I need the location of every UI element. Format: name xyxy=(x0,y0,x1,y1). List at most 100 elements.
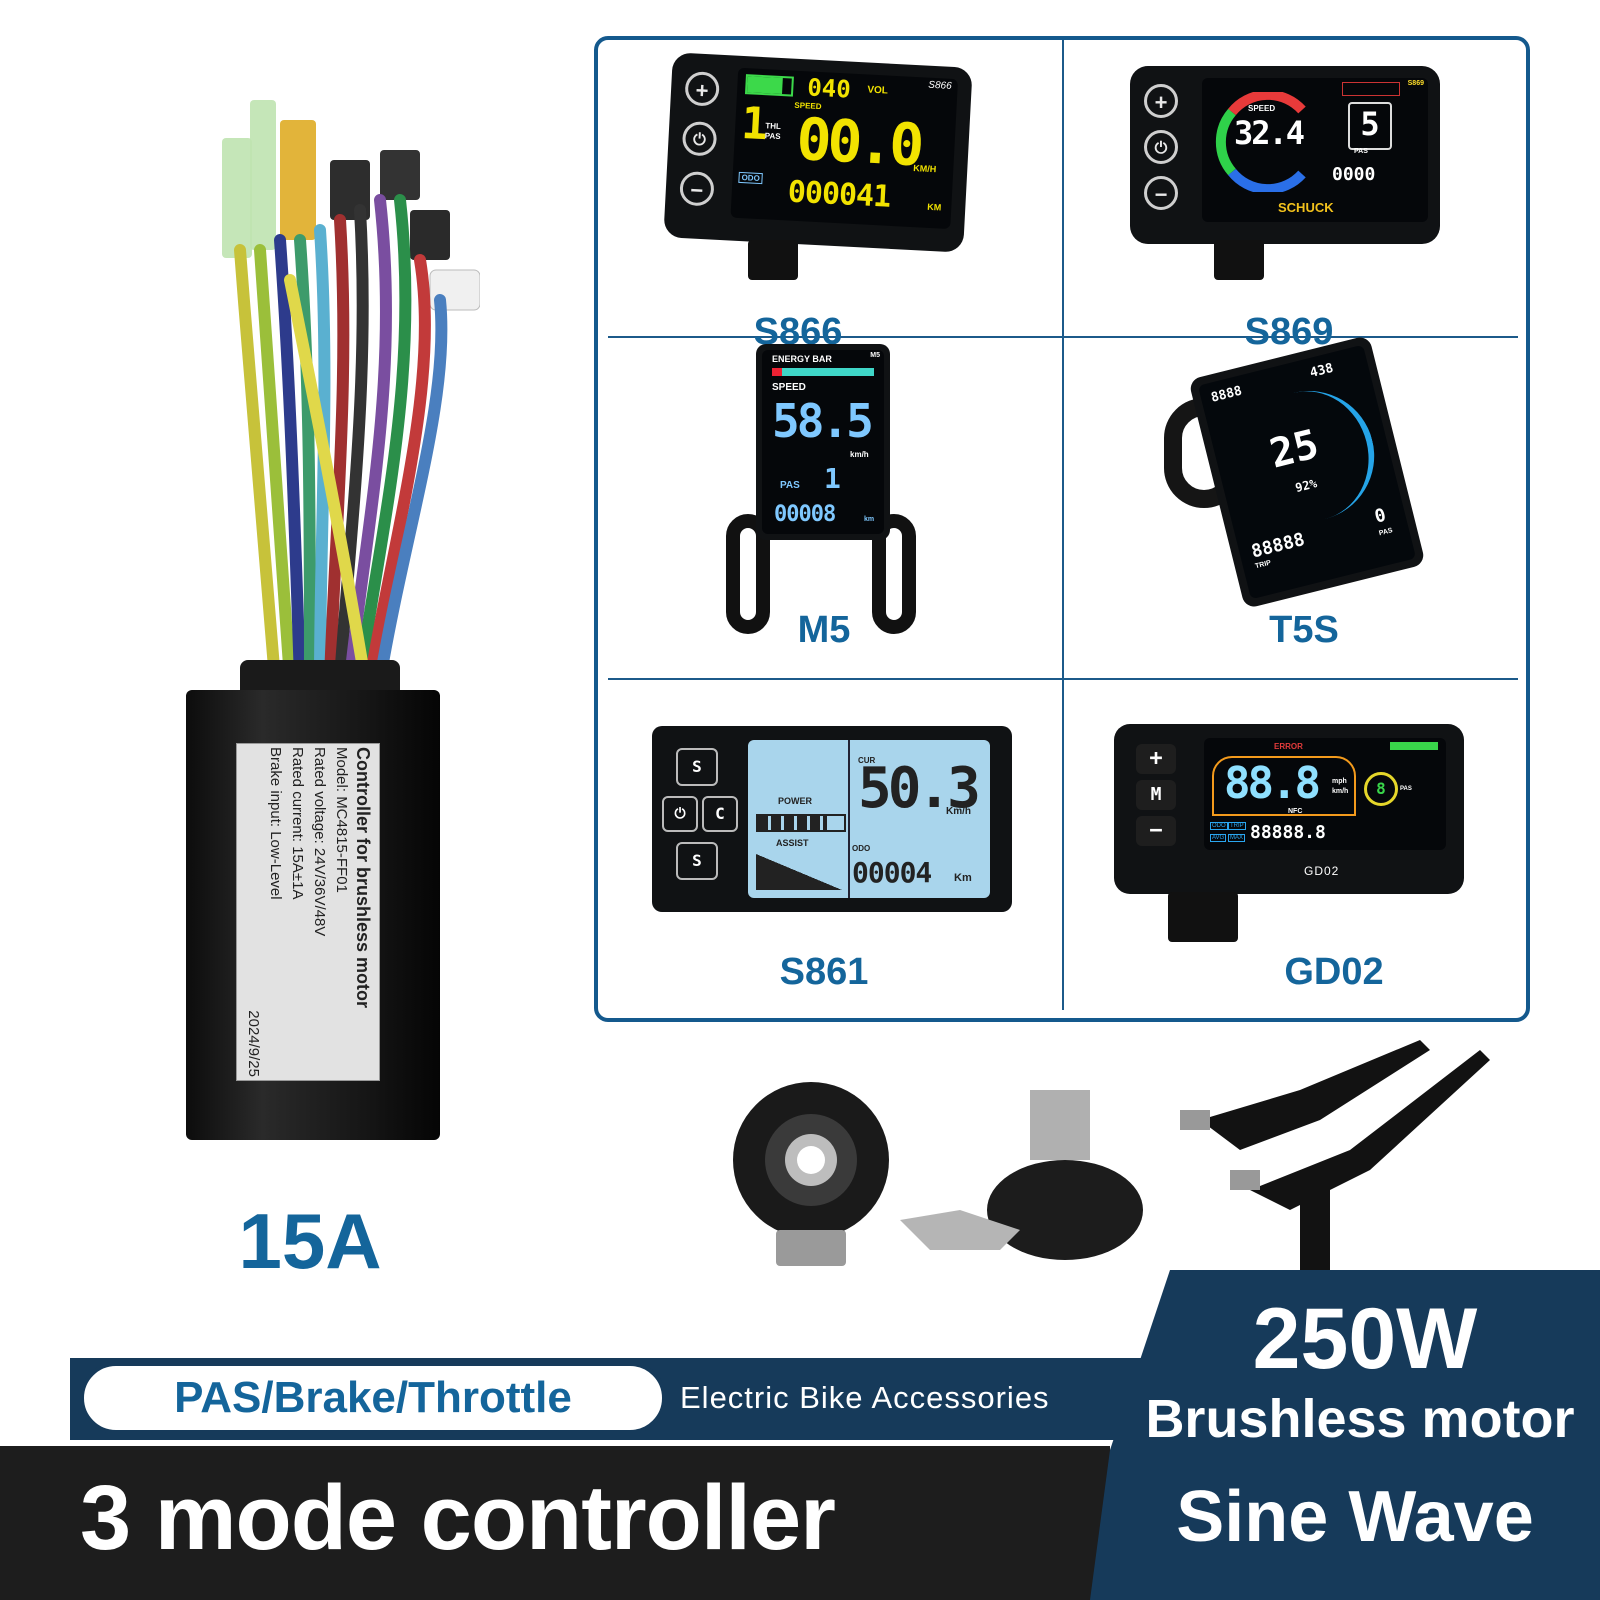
s866-plus-button: + xyxy=(684,70,721,107)
specs-panel xyxy=(1090,1270,1600,1600)
gd02-speed: 88.8 xyxy=(1224,758,1321,809)
controller-label-title: Controller for brushless motor xyxy=(353,747,373,1009)
controller-product xyxy=(180,80,480,1180)
gd02-battery-bar xyxy=(1390,742,1438,750)
s866-device: + ⏻ − S866 040 VOL SPEED 1 THL PAS 00.0 … xyxy=(663,52,973,253)
gd02-name: GD02 xyxy=(1284,951,1384,993)
controller-brake-input: Brake input: Low-Level xyxy=(267,747,284,900)
current-rating: 15A xyxy=(238,1197,382,1285)
gd02-plus-button: + xyxy=(1136,744,1176,774)
s866-power-button: ⏻ xyxy=(681,120,718,157)
controller-rated-current: Rated current: 15A±1A xyxy=(289,747,306,900)
gd02-max-label: MAX xyxy=(1228,834,1246,842)
s866-screen: S866 040 VOL SPEED 1 THL PAS 00.0 KM/H O… xyxy=(730,67,959,230)
gd02-odometer: 88888.8 xyxy=(1250,822,1326,843)
t5s-name: T5S xyxy=(1269,609,1339,651)
m5-name: M5 xyxy=(797,609,851,651)
s869-speed-label: SPEED xyxy=(1248,104,1276,113)
display-option-s861[interactable]: S ⏻ C S POWER ASSIST CUR 50.3 Km/h ODO 0… xyxy=(598,680,1058,1004)
grid-divider-horizontal-2 xyxy=(608,678,1518,680)
gd02-nfc-label: NFC xyxy=(1288,808,1303,815)
s866-minus-button: − xyxy=(679,170,715,207)
grid-divider-vertical xyxy=(1062,40,1064,1010)
m5-kmh-label: km/h xyxy=(850,450,869,459)
s866-battery-icon xyxy=(744,74,794,97)
s866-kmh-label: KM/H xyxy=(913,163,937,175)
gd02-m-button: M xyxy=(1136,780,1176,810)
m5-pas-label: PAS xyxy=(780,480,800,491)
s861-power-label: POWER xyxy=(778,796,813,806)
pas-sensor-image xyxy=(733,1082,889,1266)
controller-date: 2024/9/25 xyxy=(245,1010,262,1077)
m5-energy-bar xyxy=(772,368,874,376)
m5-pas-level: 1 xyxy=(824,462,841,495)
t5s-device: 8888 438 25 92% 88888 TRIP 0 PAS xyxy=(1188,335,1426,609)
gd02-minus-button: − xyxy=(1136,816,1176,846)
m5-model-tag: M5 xyxy=(870,352,880,359)
s861-speed: 50.3 xyxy=(858,756,981,821)
gd02-device: + M − ERROR 88.8 mph km/h NFC 8 PAS ODO … xyxy=(1114,724,1464,894)
controller-type-text: 3 mode controller xyxy=(80,1467,836,1569)
display-option-m5[interactable]: ENERGY BAR M5 SPEED 58.5 km/h PAS 1 0000… xyxy=(598,338,1058,662)
display-option-s869[interactable]: + ⏻ − S869 SPEED 32.4 5 PAS 0000 SCHUCK … xyxy=(1064,40,1524,364)
display-option-gd02[interactable]: + M − ERROR 88.8 mph km/h NFC 8 PAS ODO … xyxy=(1064,680,1524,1004)
gd02-speed-frame xyxy=(1212,756,1356,816)
t5s-trip: 88888 xyxy=(1249,528,1307,563)
gd02-mount xyxy=(1168,892,1238,942)
gd02-odo-label: ODO xyxy=(1210,822,1228,830)
s869-odometer: 0000 xyxy=(1332,164,1376,185)
controller-type-band xyxy=(0,1446,1110,1600)
t5s-pas-level: 0 xyxy=(1372,504,1389,528)
s869-plus-button: + xyxy=(1144,84,1178,118)
s861-device: S ⏻ C S POWER ASSIST CUR 50.3 Km/h ODO 0… xyxy=(652,726,1012,912)
s866-vol-label: VOL xyxy=(867,84,889,97)
s866-speed: 00.0 xyxy=(794,104,922,180)
motor-type: Brushless motor xyxy=(1145,1389,1575,1449)
controller-model: Model: MC4815-FF01 xyxy=(333,747,350,893)
s869-minus-button: − xyxy=(1144,176,1178,210)
s866-pas-label: PAS xyxy=(764,131,781,142)
s869-mount xyxy=(1214,240,1264,280)
s866-km-label: KM xyxy=(927,201,942,213)
s869-device: + ⏻ − S869 SPEED 32.4 5 PAS 0000 SCHUCK xyxy=(1130,66,1440,244)
gd02-screen: ERROR 88.8 mph km/h NFC 8 PAS ODO TRIP A… xyxy=(1204,738,1446,850)
gd02-pas-label: PAS xyxy=(1400,786,1412,792)
gd02-mph-label: mph xyxy=(1332,778,1347,785)
s861-power-button: ⏻ xyxy=(662,796,698,832)
t5s-top-right: 438 xyxy=(1308,360,1335,382)
m5-energy-label: ENERGY BAR xyxy=(772,354,832,364)
display-option-s866[interactable]: + ⏻ − S866 040 VOL SPEED 1 THL PAS 00.0 … xyxy=(598,40,1058,364)
s861-name: S861 xyxy=(779,951,869,993)
wave-type: Sine Wave xyxy=(1176,1477,1534,1557)
s866-odo-label: ODO xyxy=(738,171,764,185)
controller-spec-label: Controller for brushless motor Model: MC… xyxy=(236,743,380,1081)
display-option-t5s[interactable]: 8888 438 25 92% 88888 TRIP 0 PAS T5S xyxy=(1064,335,1524,662)
s866-voltage: 040 xyxy=(806,73,852,104)
s869-battery-icon xyxy=(1342,82,1400,96)
s869-model-tag: S869 xyxy=(1407,80,1424,87)
gd02-error-label: ERROR xyxy=(1274,742,1303,751)
s869-pas-label: PAS xyxy=(1354,148,1368,155)
features-pill: PAS/Brake/Throttle xyxy=(80,1362,666,1434)
s861-cur-label: CUR xyxy=(858,756,876,765)
s866-thl-label: THL xyxy=(765,121,782,132)
throttle-image xyxy=(900,1090,1143,1260)
s869-power-button: ⏻ xyxy=(1144,130,1178,164)
s869-speed: 32.4 xyxy=(1234,114,1305,152)
s869-name: S869 xyxy=(1244,311,1334,353)
m5-km-label: km xyxy=(864,516,875,523)
s861-screen: POWER ASSIST CUR 50.3 Km/h ODO 00004 Km xyxy=(748,740,990,898)
s869-pas-level: 5 xyxy=(1348,102,1392,150)
t5s-screen: 8888 438 25 92% 88888 TRIP 0 PAS xyxy=(1197,344,1417,600)
s861-assist-label: ASSIST xyxy=(776,838,809,848)
gd02-trip-label: TRIP xyxy=(1228,822,1246,830)
gd02-model-tag: GD02 xyxy=(1304,864,1340,878)
m5-device: ENERGY BAR M5 SPEED 58.5 km/h PAS 1 0000… xyxy=(756,344,890,540)
m5-speed-label: SPEED xyxy=(772,382,806,393)
gd02-pas-level: 8 xyxy=(1364,772,1398,806)
gd02-kmh-label: km/h xyxy=(1332,788,1349,795)
s861-odometer: 00004 xyxy=(852,856,932,889)
accessories-text: Electric Bike Accessories xyxy=(680,1380,1050,1415)
s861-c-button: C xyxy=(702,796,738,832)
grid-divider-horizontal-1 xyxy=(608,336,1518,338)
